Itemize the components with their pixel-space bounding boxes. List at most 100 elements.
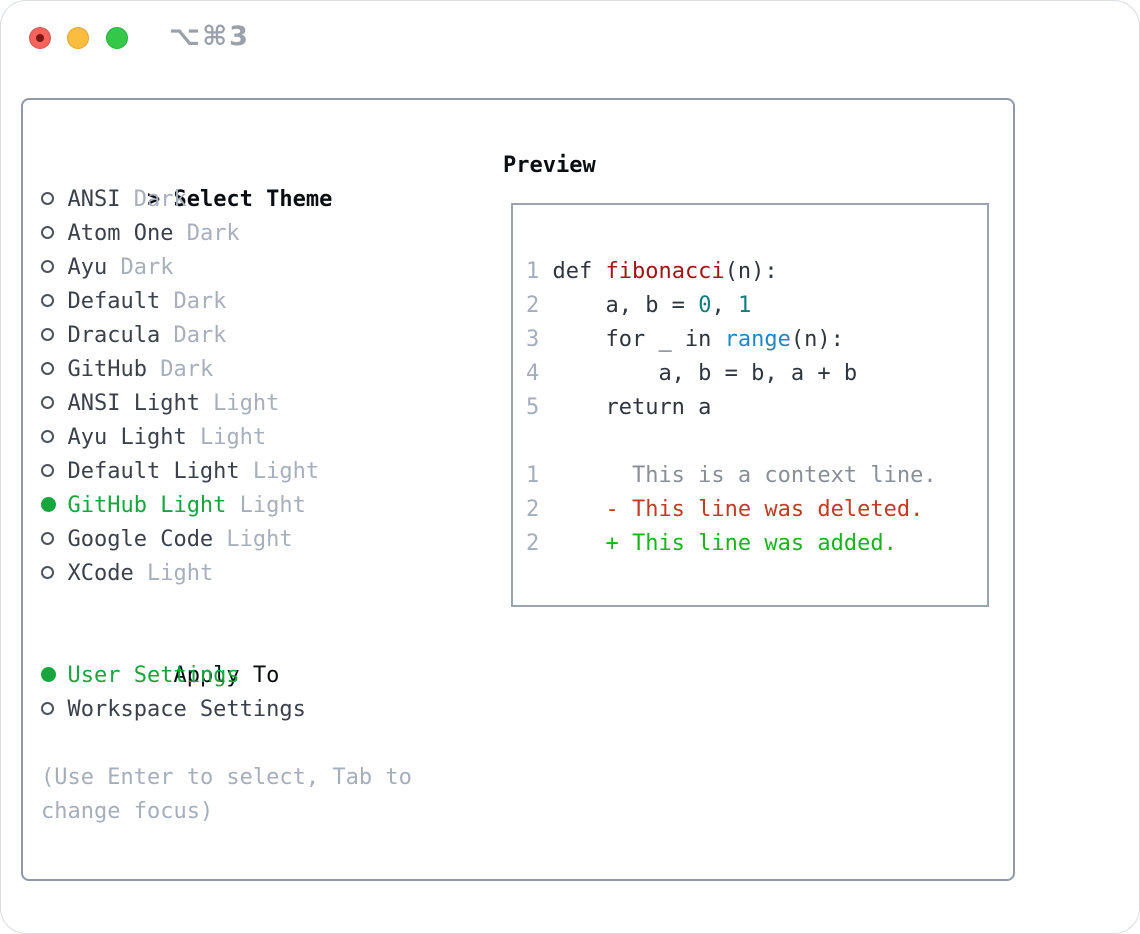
cursor-prefix-icon: > xyxy=(146,187,161,212)
radio-unselected-icon xyxy=(41,285,67,319)
radio-circle xyxy=(41,294,54,307)
theme-variant-tag: Dark xyxy=(160,289,227,314)
code-segment-default: a, b = b, a + b xyxy=(539,361,858,386)
radio-selected-icon xyxy=(41,489,67,523)
theme-variant-tag: Light xyxy=(213,527,293,552)
radio-circle xyxy=(41,362,54,375)
option-label: Ayu Light xyxy=(67,425,187,450)
line-number: 3 xyxy=(526,327,540,352)
code-line: 2 - This line was deleted. xyxy=(526,493,987,527)
radio-circle xyxy=(41,702,54,715)
theme-option[interactable]: ANSI Light Light xyxy=(41,387,471,421)
theme-variant-tag: Light xyxy=(239,459,320,484)
theme-option[interactable]: Ayu Dark xyxy=(41,251,471,285)
radio-unselected-icon xyxy=(41,183,67,217)
theme-option[interactable]: GitHub Light Light xyxy=(41,489,471,523)
radio-unselected-icon xyxy=(41,319,67,353)
radio-unselected-icon xyxy=(41,217,67,251)
close-dot-icon xyxy=(36,34,44,42)
code-line: 2 + This line was added. xyxy=(526,527,987,561)
code-segment-default: return a xyxy=(539,395,712,420)
code-segment-default: , xyxy=(711,293,738,318)
code-segment-default: def xyxy=(539,259,606,284)
keyboard-hint: (Use Enter to select, Tab to change focu… xyxy=(41,765,412,824)
code-segment-default: (n): xyxy=(724,259,778,284)
theme-option[interactable]: Default Light Light xyxy=(41,455,471,489)
option-label: Google Code xyxy=(67,527,214,552)
option-label: GitHub xyxy=(67,357,147,382)
code-line: 3 for _ in range(n): xyxy=(526,323,987,357)
code-line: 4 a, b = b, a + b xyxy=(526,357,987,391)
radio-circle xyxy=(41,667,56,682)
theme-option[interactable]: Atom One Dark xyxy=(41,217,471,251)
radio-circle xyxy=(41,328,54,341)
radio-unselected-icon xyxy=(41,353,67,387)
option-label: Atom One xyxy=(67,221,174,246)
theme-variant-tag: Dark xyxy=(160,323,227,348)
theme-variant-tag: Light xyxy=(133,561,214,586)
radio-unselected-icon xyxy=(41,387,67,421)
theme-option[interactable]: XCode Light xyxy=(41,557,471,591)
code-segment-function: fibonacci xyxy=(605,259,725,284)
radio-circle xyxy=(41,260,54,273)
radio-unselected-icon xyxy=(41,455,67,489)
theme-variant-tag: Dark xyxy=(146,357,214,382)
code-segment-default: for _ in xyxy=(539,327,725,352)
code-segment-default: (n): xyxy=(790,327,844,352)
radio-selected-icon xyxy=(41,659,67,693)
line-number: 2 xyxy=(526,293,540,318)
line-number: 1 xyxy=(526,259,540,284)
theme-variant-tag: Light xyxy=(186,425,267,450)
radio-unselected-icon xyxy=(41,523,67,557)
option-label: Default Light xyxy=(67,459,240,484)
close-button[interactable] xyxy=(29,27,51,49)
window-shortcut-label: ⌥⌘3 xyxy=(169,21,250,52)
line-number: 1 xyxy=(526,463,540,488)
theme-option[interactable]: Default Dark xyxy=(41,285,471,319)
theme-option[interactable]: Dracula Dark xyxy=(41,319,471,353)
code-segment-default: a, b = xyxy=(539,293,699,318)
radio-circle xyxy=(41,430,54,443)
theme-variant-tag: Light xyxy=(199,391,280,416)
theme-option[interactable]: Google Code Light xyxy=(41,523,471,557)
minimize-button[interactable] xyxy=(67,27,89,49)
radio-unselected-icon xyxy=(41,251,67,285)
option-label: Dracula xyxy=(67,323,161,348)
theme-variant-tag: Dark xyxy=(173,221,240,246)
apply-to-header-label: Apply To xyxy=(173,663,280,688)
radio-unselected-icon xyxy=(41,557,67,591)
code-line xyxy=(526,425,987,459)
code-segment-number: 1 xyxy=(737,293,752,318)
zoom-button[interactable] xyxy=(106,27,128,49)
line-number: 5 xyxy=(526,395,540,420)
apply-to-option[interactable]: Workspace Settings xyxy=(41,693,471,727)
radio-circle xyxy=(41,226,54,239)
line-number: 4 xyxy=(526,361,540,386)
option-label: ANSI Light xyxy=(67,391,200,416)
apply-to-option[interactable]: User Settings xyxy=(41,659,471,693)
theme-option[interactable]: ANSI Dark xyxy=(41,183,471,217)
code-segment-builtin: range xyxy=(724,327,791,352)
code-segment-context: This is a context line. xyxy=(539,463,937,488)
preview-header: Preview xyxy=(503,153,596,178)
code-line: 5 return a xyxy=(526,391,987,425)
radio-unselected-icon xyxy=(41,693,67,727)
theme-option[interactable]: Ayu Light Light xyxy=(41,421,471,455)
title-bar: ⌥⌘3 xyxy=(1,1,1139,76)
radio-circle xyxy=(41,192,54,205)
select-theme-header: > Select Theme xyxy=(41,149,471,212)
code-line: 1 def fibonacci(n): xyxy=(526,255,987,289)
option-label: XCode xyxy=(67,561,134,586)
code-segment-added: + This line was added. xyxy=(539,531,897,556)
option-label: Default xyxy=(67,289,161,314)
apply-to-header: Apply To xyxy=(41,625,471,688)
option-label: ANSI xyxy=(67,187,121,212)
radio-circle xyxy=(41,532,54,545)
option-label: GitHub Light xyxy=(67,493,227,518)
select-theme-header-label: Select Theme xyxy=(173,187,333,212)
theme-option[interactable]: GitHub Dark xyxy=(41,353,471,387)
